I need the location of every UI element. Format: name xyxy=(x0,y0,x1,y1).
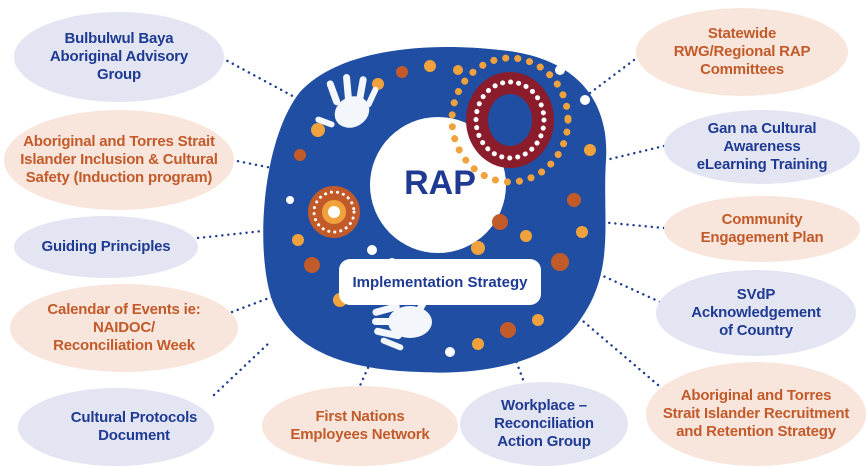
node-cultural-protocols: Cultural Protocols Document xyxy=(18,388,214,466)
node-community-plan: Community Engagement Plan xyxy=(664,196,860,262)
node-acknowledgement: SVdP Acknowledgement of Country xyxy=(656,270,856,356)
connector-community xyxy=(598,220,666,230)
connector-acknowledgement xyxy=(588,268,662,304)
connector-principles xyxy=(196,228,274,240)
node-recruitment-strategy: Aboriginal and Torres Strait Islander Re… xyxy=(646,362,866,466)
center-circle xyxy=(370,117,506,253)
node-rwg-committees: Statewide RWG/Regional RAP Committees xyxy=(636,8,848,96)
rap-center-title: RAP xyxy=(404,163,476,202)
connector-rwg xyxy=(576,58,636,104)
connector-lines xyxy=(196,56,666,397)
handprint-bottom xyxy=(372,297,432,351)
concentric-motif-small xyxy=(308,186,360,238)
connector-advisory xyxy=(220,56,302,102)
connector-recruitment xyxy=(568,308,660,387)
implementation-strategy-box: Implementation Strategy xyxy=(342,262,538,302)
handprint-top xyxy=(315,73,379,128)
central-artwork xyxy=(263,46,607,373)
node-employees-network: First Nations Employees Network xyxy=(262,386,458,466)
connector-calendar xyxy=(230,288,292,314)
connector-induction xyxy=(230,158,274,170)
node-workplace-rap: Workplace – Reconciliation Action Group xyxy=(460,382,628,466)
node-guiding-principles: Guiding Principles xyxy=(14,216,198,278)
node-elearning: Gan na Cultural Awareness eLearning Trai… xyxy=(664,110,860,184)
node-advisory-group: Bulbulwul Baya Aboriginal Advisory Group xyxy=(14,12,224,102)
concentric-motif-large xyxy=(448,54,572,186)
connector-protocols xyxy=(212,340,272,397)
node-calendar-events: Calendar of Events ie: NAIDOC/ Reconcili… xyxy=(10,284,238,372)
node-induction-program: Aboriginal and Torres Strait Islander In… xyxy=(4,110,234,210)
connector-elearning xyxy=(604,144,666,162)
